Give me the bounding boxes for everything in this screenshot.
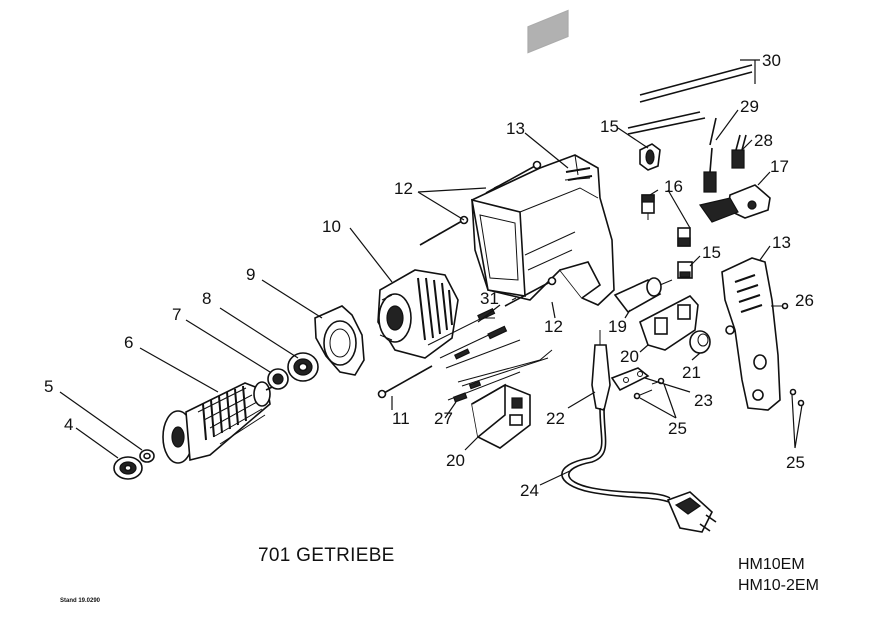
part-16-carbon-brushes	[641, 194, 691, 247]
part-22-cable-guard	[591, 330, 611, 411]
callout-19: 19	[608, 317, 627, 336]
part-24-power-cord	[561, 407, 717, 533]
callout-labels: 30 29 28 17 13 15 16 12 10 13 15 9 31 8 …	[44, 51, 814, 500]
callout-16: 16	[664, 177, 683, 196]
callout-24: 24	[520, 481, 539, 500]
callout-20-upper: 20	[620, 347, 639, 366]
callout-17: 17	[770, 157, 789, 176]
part-29-wire	[703, 117, 717, 193]
revision-stamp: Stand 19.0290	[60, 598, 101, 604]
callout-28: 28	[754, 131, 773, 150]
callout-13-housing: 13	[506, 119, 525, 138]
callout-15-top: 15	[600, 117, 619, 136]
callout-11: 11	[392, 409, 410, 428]
part-13-motor-housing	[470, 9, 615, 306]
model-name-2: HM10-2EM	[738, 577, 819, 594]
callout-10: 10	[322, 217, 341, 236]
callout-27: 27	[434, 409, 453, 428]
callout-5: 5	[44, 377, 53, 396]
callout-25-right: 25	[786, 453, 805, 472]
part-9-fan-baffle	[314, 305, 365, 376]
part-6-armature	[162, 380, 286, 464]
part-17-electronic-module	[698, 184, 771, 223]
part-21-knob	[689, 330, 711, 354]
part-20-switch	[471, 383, 531, 449]
part-23-cable-clamp	[610, 367, 650, 392]
callout-25-middle: 25	[668, 419, 687, 438]
callout-21: 21	[682, 363, 701, 382]
part-7-bearing	[267, 368, 289, 390]
callout-12-top: 12	[394, 179, 413, 198]
part-13-handle-half	[721, 257, 781, 411]
callout-26: 26	[795, 291, 814, 310]
part-31-cables	[427, 308, 521, 369]
part-8-bearing	[287, 352, 319, 382]
diagram-caption: 701 GETRIEBE	[258, 545, 395, 566]
callout-23: 23	[694, 391, 713, 410]
part-20-switch-bracket	[639, 295, 699, 351]
callout-31: 31	[480, 289, 499, 308]
callout-22: 22	[546, 409, 565, 428]
part-28-wire	[731, 134, 747, 169]
part-15-brush-caps	[639, 143, 693, 279]
leader-lines	[59, 59, 803, 486]
callout-13-handle: 13	[772, 233, 791, 252]
part-27-cables	[447, 349, 553, 403]
part-11-screw	[377, 365, 433, 399]
callout-4: 4	[64, 415, 73, 434]
part-4-bearing	[113, 456, 143, 480]
callout-6: 6	[124, 333, 133, 352]
callout-30: 30	[762, 51, 781, 70]
part-5-washer	[139, 449, 155, 463]
part-19-capacitor	[613, 277, 673, 314]
callout-20-lower: 20	[446, 451, 465, 470]
callout-7: 7	[172, 305, 181, 324]
callout-12-bottom: 12	[544, 317, 563, 336]
part-10-stator	[377, 269, 459, 359]
part-26-screw	[771, 302, 789, 310]
callout-8: 8	[202, 289, 211, 308]
part-30-wires	[627, 64, 753, 135]
model-name-1: HM10EM	[738, 556, 805, 573]
callout-9: 9	[246, 265, 255, 284]
callout-15-mid: 15	[702, 243, 721, 262]
callout-29: 29	[740, 97, 759, 116]
